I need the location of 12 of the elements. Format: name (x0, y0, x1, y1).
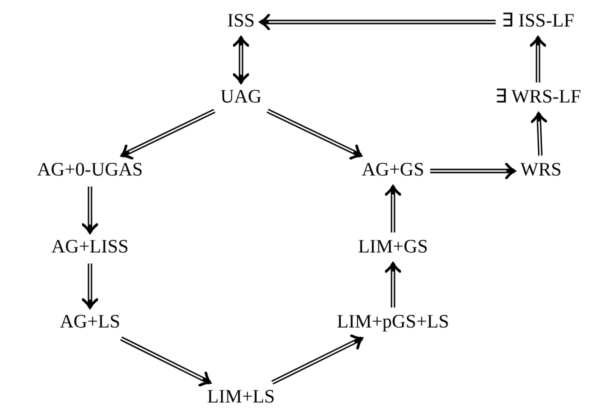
node-label: UAG (220, 88, 262, 108)
node-label: AG+0-UGAS (37, 160, 143, 182)
node-label: ∃ ISS-LF (502, 12, 574, 32)
node-label: ISS (227, 12, 255, 32)
node-label: AG+LS (60, 312, 120, 334)
node-label: WRS (520, 160, 562, 182)
node-label: ∃ WRS-LF (494, 88, 582, 108)
node-label: LIM+pGS+LS (336, 312, 450, 334)
node-label: LIM+LS (207, 388, 275, 408)
node-label: LIM+GS (358, 238, 428, 258)
node-label: AG+GS (362, 160, 424, 182)
node-label: AG+LISS (51, 238, 129, 258)
